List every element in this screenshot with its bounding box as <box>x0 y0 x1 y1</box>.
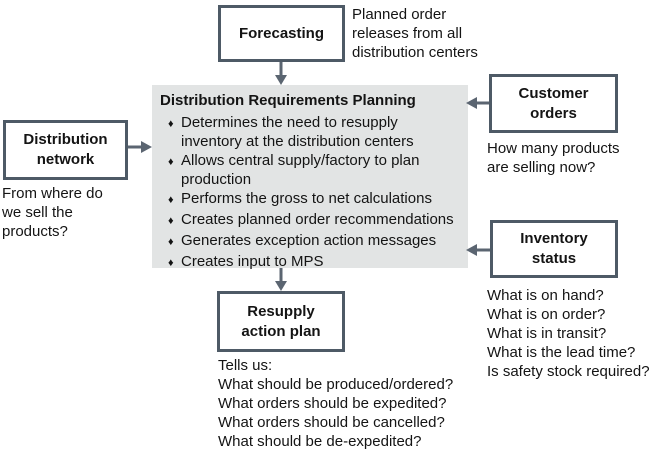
drp-bullet: ♦ Generates exception action messages <box>160 231 460 252</box>
drp-bullet: ♦ Performs the gross to net calculations <box>160 189 460 210</box>
forecasting-note: Planned order releases from all distribu… <box>352 6 478 61</box>
drp-box: Distribution Requirements Planning ♦ Det… <box>152 85 468 270</box>
forecasting-title: Forecasting <box>238 24 325 42</box>
customer-orders-to-drp-arrow <box>466 97 489 109</box>
distribution-network-title: Distribution <box>23 131 108 148</box>
inventory-status-title: Inventory <box>520 230 588 247</box>
customer-orders-box: Customer orders <box>489 74 618 133</box>
inventory-status-box: Inventory status <box>490 220 618 278</box>
resupply-action-plan-title: Resupply <box>247 302 315 320</box>
diamond-bullet-icon: ♦ <box>168 257 174 269</box>
diamond-bullet-icon: ♦ <box>168 215 174 227</box>
distribution-network-to-drp-arrow <box>128 141 152 153</box>
customer-orders-title: Customer <box>518 84 589 102</box>
distribution-network-note: From where do we sell the products? <box>2 185 103 240</box>
resupply-note: Tells us: What should be produced/ordere… <box>218 357 454 450</box>
distribution-network-box: Distribution network <box>3 120 128 180</box>
diamond-bullet-icon: ♦ <box>168 194 174 206</box>
drp-bullet: ♦ Determines the need to resupply invent… <box>168 114 414 150</box>
drp-bullet: ♦ Creates input to MPS <box>160 252 460 273</box>
diamond-bullet-icon: ♦ <box>168 156 174 168</box>
drp-title: Distribution Requirements Planning <box>160 92 416 109</box>
forecasting-box: Forecasting <box>218 5 345 62</box>
drp-to-resupply-arrow <box>275 268 287 291</box>
forecasting-to-drp-arrow <box>275 62 287 85</box>
drp-bullet: ♦ Allows central supply/factory to plan … <box>168 152 420 188</box>
customer-orders-note: How many products are selling now? <box>487 140 620 176</box>
diamond-bullet-icon: ♦ <box>168 236 174 248</box>
diamond-bullet-icon: ♦ <box>168 118 174 130</box>
inventory-status-to-drp-arrow <box>466 244 490 256</box>
resupply-action-plan-box: Resupply action plan <box>217 291 345 352</box>
drp-bullet: ♦ Creates planned order recommendations <box>160 210 460 231</box>
inventory-status-note: What is on hand? What is on order? What … <box>487 287 650 380</box>
